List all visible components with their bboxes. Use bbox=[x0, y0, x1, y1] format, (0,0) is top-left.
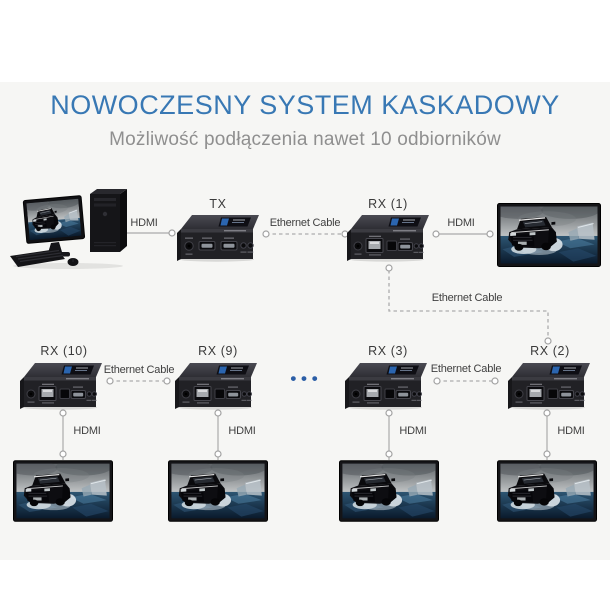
connection-label-ethernet-cascade: Ethernet Cable bbox=[431, 292, 503, 304]
page-subtitle: Możliwość podłączenia nawet 10 odbiornik… bbox=[109, 129, 501, 150]
rx1-device-graphic bbox=[347, 214, 430, 262]
device-label-rx1: RX (1) bbox=[368, 197, 408, 211]
device-label-rx9: RX (9) bbox=[198, 344, 238, 358]
tv-rx10-graphic bbox=[9, 459, 113, 521]
tv-rx3-graphic bbox=[335, 459, 439, 521]
rx2-device-graphic bbox=[508, 362, 591, 410]
connection-label-hdmi-rx1-tv: HDMI bbox=[447, 217, 475, 229]
connection-label-hdmi-rx2: HDMI bbox=[557, 425, 585, 437]
connection-label-ethernet-rx3-rx2: Ethernet Cable bbox=[430, 363, 502, 375]
page-title: NOWOCZESNY SYSTEM KASKADOWY bbox=[50, 90, 560, 120]
connection-label-hdmi-rx9: HDMI bbox=[228, 425, 256, 437]
connection-lines bbox=[62, 232, 549, 460]
device-label-rx10: RX (10) bbox=[40, 344, 88, 358]
rx3-device-graphic bbox=[345, 362, 428, 410]
rx10-device-graphic bbox=[20, 362, 103, 410]
device-label-rx2: RX (2) bbox=[530, 344, 570, 358]
more-receivers-dots: • • • bbox=[290, 369, 318, 388]
connection-label-ethernet-rx10-rx9: Ethernet Cable bbox=[103, 364, 175, 376]
device-label-tx: TX bbox=[209, 197, 227, 211]
connection-label-hdmi-rx10: HDMI bbox=[73, 425, 101, 437]
tv-rx2-graphic bbox=[493, 459, 597, 521]
rx9-device-graphic bbox=[175, 362, 258, 410]
connector-nodes bbox=[59, 229, 552, 458]
connection-label-hdmi-pc-tx: HDMI bbox=[130, 217, 158, 229]
ethernet-line-cascade bbox=[388, 270, 549, 338]
device-label-rx3: RX (3) bbox=[368, 344, 408, 358]
tx-device-graphic bbox=[177, 214, 260, 262]
tv-rx1-graphic bbox=[493, 202, 601, 267]
connection-label-hdmi-rx3: HDMI bbox=[399, 425, 427, 437]
tv-rx9-graphic bbox=[164, 459, 268, 521]
computer-graphic bbox=[10, 189, 127, 269]
connection-label-ethernet-tx-rx1: Ethernet Cable bbox=[269, 217, 341, 229]
